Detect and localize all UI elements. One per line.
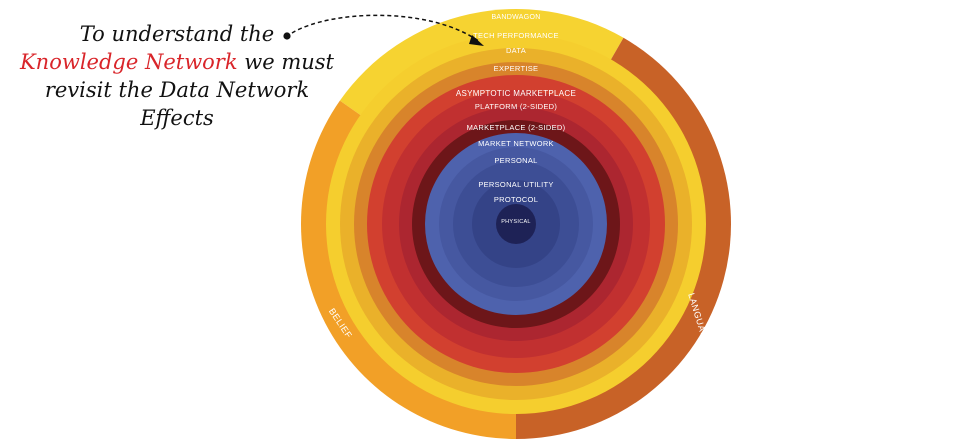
ring-label-8: MARKET NETWORK [478, 139, 554, 148]
ring-label-2: TECH PERFORMANCE [473, 31, 559, 40]
arrow-origin-dot [283, 32, 291, 40]
annotation-line-4: Effects [140, 106, 214, 130]
ring-label-12: PHYSICAL [501, 219, 531, 225]
annotation-line-2-rest: we must [237, 50, 334, 74]
ring-label-1: BANDWAGON [491, 14, 540, 21]
ring-label-3: DATA [506, 46, 526, 55]
annotation-highlight: Knowledge Network [19, 50, 238, 74]
annotation-text: To understand the Knowledge Network we m… [18, 20, 336, 132]
ring-label-9: PERSONAL [494, 156, 537, 165]
ring-label-6: PLATFORM (2-SIDED) [475, 102, 558, 111]
ring-labels: BANDWAGON TECH PERFORMANCE DATA EXPERTISE AS… [456, 14, 576, 225]
ring-label-7: MARKETPLACE (2-SIDED) [467, 123, 566, 132]
annotation-line-1: To understand the [79, 22, 275, 46]
ring-label-11: PROTOCOL [494, 195, 538, 204]
ring-12 [496, 204, 536, 244]
ring-label-10: PERSONAL UTILITY [478, 180, 553, 189]
ring-label-4: EXPERTISE [494, 64, 539, 73]
annotation-line-3: revisit the Data Network [44, 78, 310, 102]
arrow-head [469, 35, 484, 46]
annotation-arrow [283, 14, 484, 46]
annotation-line-2: Knowledge Network we must [18, 48, 336, 76]
arrow-line [291, 14, 481, 43]
concentric-rings [326, 34, 706, 414]
ring-label-5: ASYMPTOTIC MARKETPLACE [456, 89, 576, 98]
